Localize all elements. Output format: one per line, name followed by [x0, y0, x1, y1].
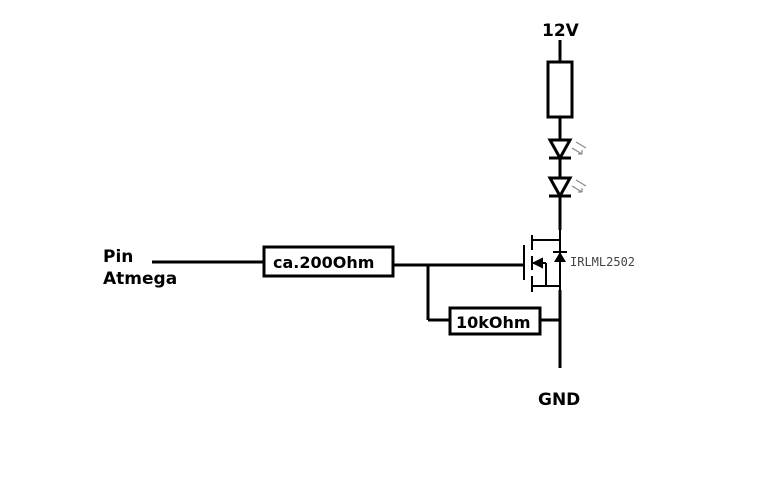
led-1 — [547, 138, 573, 162]
supply-label: 12V — [542, 21, 580, 41]
pulldown-resistor-label: 10kOhm — [456, 313, 531, 332]
gate-resistor-label: ca.200Ohm — [273, 253, 374, 272]
ground-label: GND — [538, 390, 580, 410]
led-2-light-arrows — [571, 179, 587, 193]
mosfet-part-label: IRLML2502 — [570, 255, 635, 269]
led-2 — [547, 176, 573, 200]
gate-resistor — [262, 245, 395, 278]
led-series-resistor — [546, 60, 574, 119]
mosfet-symbol — [523, 230, 567, 292]
atmega-label: Atmega — [103, 269, 177, 289]
led-1-light-arrows — [571, 141, 587, 155]
pin-label: Pin — [103, 247, 133, 267]
